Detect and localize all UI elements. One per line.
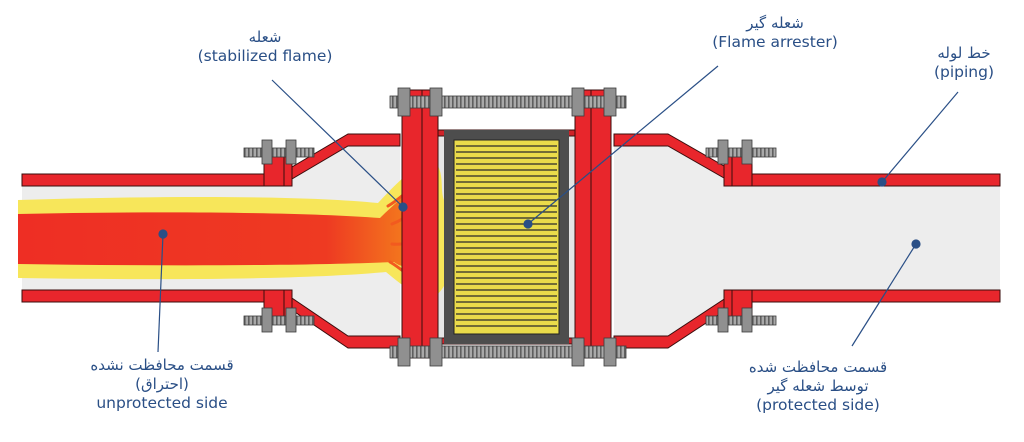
label-stabilized-flame-fa: شعله [248, 28, 282, 46]
label-unprotected-fa1: قسمت محافظت نشده [90, 356, 234, 374]
label-piping-en: (piping) [933, 63, 995, 81]
leader-lines [157, 65, 959, 353]
label-protected-en: (protected side) [756, 396, 880, 414]
pipe-wall [21, 133, 1001, 349]
label-protected-side: قسمت محافظت شده توسط شعله گیر (protected… [718, 358, 918, 415]
label-stabilized-flame-en: (stabilized flame) [197, 47, 333, 65]
label-unprotected-side: قسمت محافظت نشده (احتراق) unprotected si… [72, 356, 252, 413]
label-flame-arrester-en: (Flame arrester) [712, 33, 838, 51]
tie-bolts [389, 87, 627, 367]
label-stabilized-flame: شعله (stabilized flame) [180, 28, 350, 66]
label-protected-fa2: توسط شعله گیر [767, 377, 869, 395]
label-unprotected-en: unprotected side [96, 394, 228, 412]
label-piping-fa: خط لوله [937, 44, 991, 62]
flange-bolts [243, 139, 777, 333]
label-flame-arrester-fa: شعله گیر [746, 14, 804, 32]
label-piping: خط لوله (piping) [916, 44, 1012, 82]
arrester-element [444, 130, 569, 344]
label-protected-fa1: قسمت محافظت شده [748, 358, 888, 376]
label-flame-arrester: شعله گیر (Flame arrester) [690, 14, 860, 52]
label-unprotected-fa2: (احتراق) [135, 375, 189, 393]
